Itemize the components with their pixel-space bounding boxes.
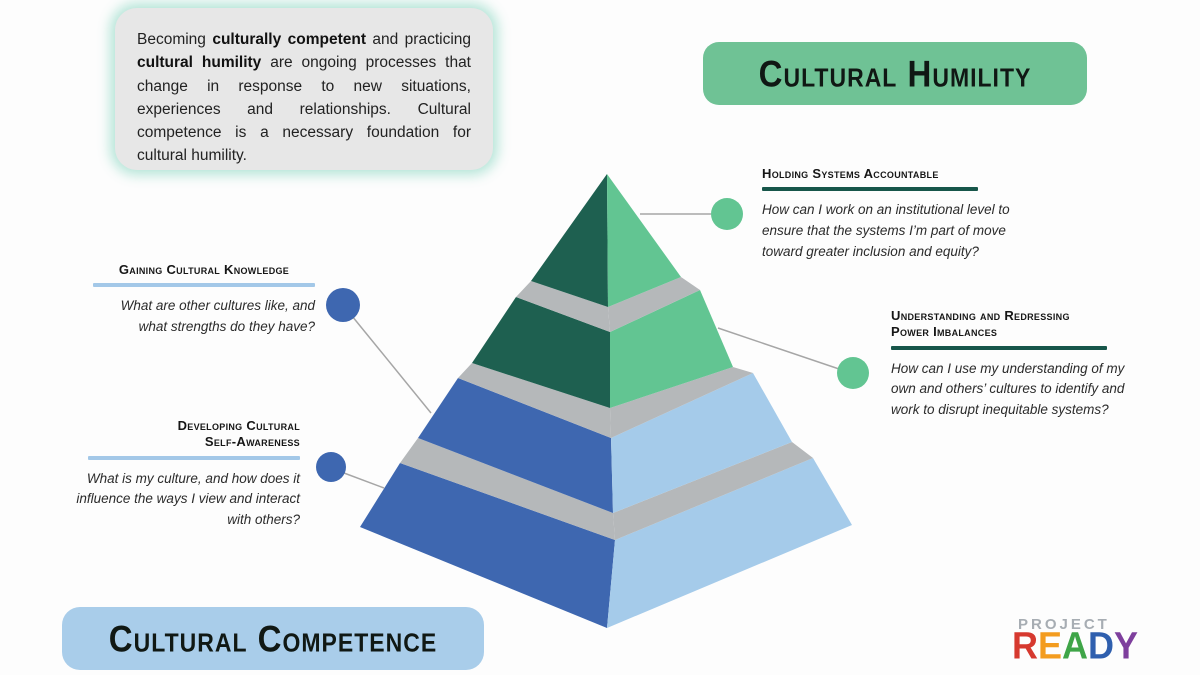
- callout-heading: Developing Cultural Self-Awareness: [177, 418, 300, 450]
- pyramid-tier3-right-face: [611, 373, 792, 513]
- callout-heading: Holding Systems Accountable: [762, 166, 939, 181]
- pyramid-ledge2-right: [610, 367, 753, 438]
- project-ready-logo: PROJECT READY: [1012, 617, 1152, 664]
- connector-line-knowledge: [351, 315, 432, 414]
- pyramid-ledge1-left: [516, 281, 610, 332]
- logo-letter: Y: [1114, 623, 1139, 667]
- cultural-competence-banner: Cultural Competence: [62, 607, 484, 670]
- pyramid-tier4-right-face: [607, 458, 852, 628]
- logo-letter: R: [1012, 623, 1038, 667]
- pyramid-ledge2-left: [458, 363, 611, 438]
- cultural-competence-title: Cultural Competence: [108, 617, 438, 659]
- logo-letter: D: [1088, 623, 1115, 667]
- callout-redressing-power-imbalances: Understanding and Redressing Power Imbal…: [891, 308, 1131, 421]
- logo-letter: E: [1038, 623, 1063, 667]
- callout-heading: Understanding and Redressing Power Imbal…: [891, 308, 1070, 340]
- callout-heading: Gaining Cultural Knowledge: [118, 262, 290, 277]
- cultural-humility-banner: Cultural Humility: [703, 42, 1087, 105]
- callout-gaining-cultural-knowledge: Gaining Cultural Knowledge What are othe…: [93, 262, 315, 338]
- connector-dot-holding: [711, 198, 743, 230]
- connector-dot-awareness: [316, 452, 346, 482]
- callout-developing-self-awareness: Developing Cultural Self-Awareness What …: [70, 418, 300, 531]
- intro-text-box: Becoming culturally competent and practi…: [115, 8, 493, 170]
- pyramid-tier1-left-face: [531, 174, 608, 307]
- cultural-humility-title: Cultural Humility: [758, 52, 1032, 94]
- callout-question: What are other cultures like, and what s…: [120, 298, 315, 335]
- callout-holding-systems-accountable: Holding Systems Accountable How can I wo…: [762, 166, 1027, 263]
- connector-line-redressing: [717, 327, 846, 372]
- heading-underline: [762, 187, 978, 192]
- heading-underline: [93, 283, 315, 288]
- connector-dot-redressing: [837, 357, 869, 389]
- heading-underline: [88, 455, 300, 460]
- pyramid-tier3-left-face: [418, 378, 613, 513]
- pyramid-ledge1-right: [608, 277, 700, 332]
- intro-paragraph: Becoming culturally competent and practi…: [137, 31, 472, 165]
- pyramid-ledge3-left: [400, 438, 615, 540]
- callout-question: How can I work on an institutional level…: [762, 202, 1010, 260]
- logo-ready-text: READY: [1012, 623, 1152, 667]
- logo-project-text: PROJECT: [1018, 616, 1110, 633]
- connector-dot-knowledge: [326, 288, 360, 322]
- pyramid-tier4-left-face: [360, 463, 615, 628]
- connector-line-awareness: [343, 472, 385, 489]
- pyramid-ledge3-right: [613, 442, 813, 540]
- callout-question: What is my culture, and how does it infl…: [76, 470, 300, 528]
- callout-question: How can I use my understanding of my own…: [891, 360, 1125, 418]
- heading-underline: [891, 345, 1107, 350]
- logo-letter: A: [1062, 623, 1089, 667]
- pyramid-tier2-right-face: [610, 290, 733, 408]
- pyramid-tier1-right-face: [607, 174, 681, 307]
- pyramid-tier2-left-face: [472, 297, 610, 408]
